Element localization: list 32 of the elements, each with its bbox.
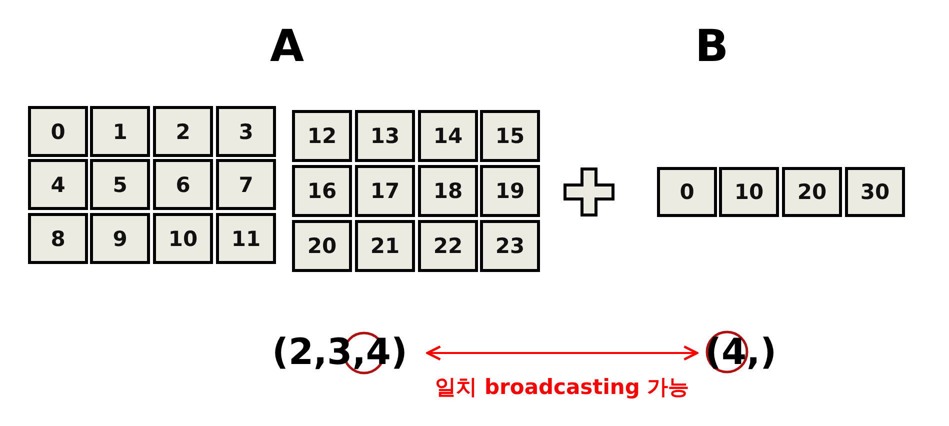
- array-cell: 30: [845, 167, 905, 217]
- array-cell: 10: [153, 213, 213, 264]
- array-cell: 16: [292, 165, 352, 217]
- array-cell: 20: [782, 167, 842, 217]
- array-title: B: [695, 22, 729, 72]
- array-cell: 6: [153, 159, 213, 210]
- array-cell: 22: [418, 220, 478, 272]
- array-cell: 18: [418, 165, 478, 217]
- array-cell: 5: [90, 159, 150, 210]
- array-cell: 8: [28, 213, 88, 264]
- array-cell: 13: [355, 110, 415, 162]
- array-cell: 11: [216, 213, 276, 264]
- array-cell: 19: [480, 165, 540, 217]
- array-cell: 20: [292, 220, 352, 272]
- edge-label: 일치 broadcasting 가능: [435, 375, 690, 399]
- array-cell: 0: [657, 167, 717, 217]
- array-cell: 12: [292, 110, 352, 162]
- array-cell: 2: [153, 106, 213, 157]
- array-cell: 7: [216, 159, 276, 210]
- array-cell: 0: [28, 106, 88, 157]
- array-cell: 1: [90, 106, 150, 157]
- array-cell: 17: [355, 165, 415, 217]
- array-cell: 4: [28, 159, 88, 210]
- array-cell: 15: [480, 110, 540, 162]
- array-cell: 9: [90, 213, 150, 264]
- array-cell: 23: [480, 220, 540, 272]
- double-arrow: [426, 345, 698, 361]
- array-title: A: [270, 22, 304, 72]
- array-cell: 14: [418, 110, 478, 162]
- array-cell: 3: [216, 106, 276, 157]
- array-cell: 21: [355, 220, 415, 272]
- array-cell: 10: [719, 167, 779, 217]
